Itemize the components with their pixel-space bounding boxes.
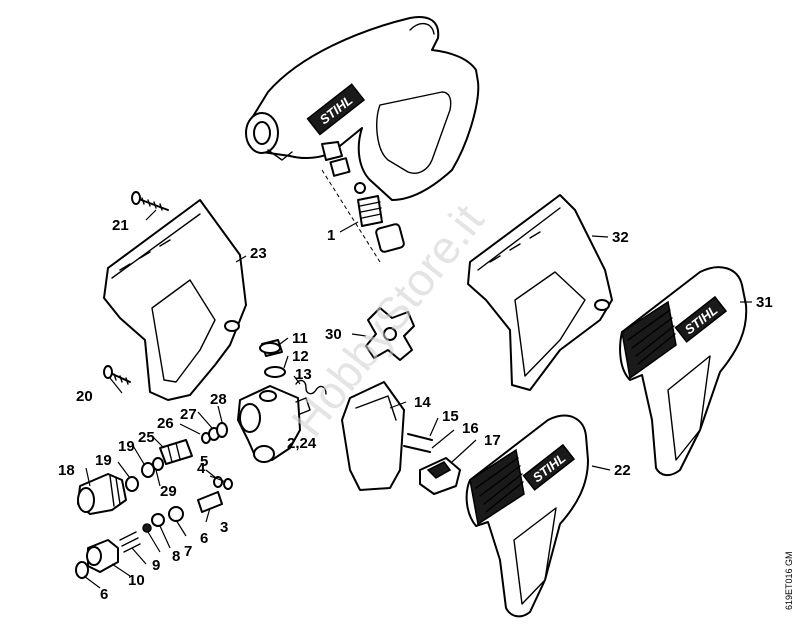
washer-29 <box>152 457 164 471</box>
callout-16: 16 <box>462 420 479 437</box>
pin-16 <box>403 445 431 453</box>
callout-18: 18 <box>58 462 75 479</box>
clip-17 <box>419 457 461 495</box>
spray-gun-assembly: STIHL <box>245 16 480 201</box>
callout-8: 8 <box>172 548 180 565</box>
ring-5 <box>223 478 233 490</box>
ball-8 <box>142 523 152 533</box>
callout-15: 15 <box>442 408 459 425</box>
stem-3 <box>197 491 223 513</box>
callout-22: 22 <box>614 462 631 479</box>
callout-21: 21 <box>112 217 129 234</box>
fitting-10 <box>86 539 119 573</box>
o-ring-6-upper <box>168 506 184 522</box>
callout-31: 31 <box>756 294 773 311</box>
callouts: 1 21 23 20 32 31 22 30 11 12 13 14 15 16… <box>58 217 773 603</box>
callout-26: 26 <box>157 415 174 432</box>
leader-lines <box>83 209 752 589</box>
callout-30: 30 <box>325 326 342 343</box>
callout-29: 29 <box>160 483 177 500</box>
pin-15 <box>407 433 433 441</box>
cover-14 <box>341 381 405 491</box>
callout-7: 7 <box>184 543 192 560</box>
ring-7 <box>151 513 165 527</box>
callout-3: 3 <box>220 519 228 536</box>
callout-27: 27 <box>180 406 197 423</box>
valve-parts <box>321 157 405 263</box>
handle-cover-31: STIHL <box>619 266 748 476</box>
callout-6-upper: 6 <box>200 530 208 547</box>
callout-19-upper: 19 <box>118 438 135 455</box>
callout-1: 1 <box>327 227 335 244</box>
callout-23: 23 <box>250 245 267 262</box>
cap-11 <box>259 339 283 357</box>
callout-5: 5 <box>200 453 208 470</box>
ring-28 <box>216 422 228 438</box>
callout-11: 11 <box>292 330 308 347</box>
washer-12 <box>264 366 286 378</box>
callout-12: 12 <box>292 348 309 365</box>
callout-4: 4 <box>197 460 206 477</box>
callout-9: 9 <box>152 557 160 574</box>
callout-25: 25 <box>138 429 155 446</box>
callout-13: 13 <box>295 366 312 383</box>
o-ring-6-lower <box>75 561 89 579</box>
document-code: 619ET016 GM <box>784 551 794 610</box>
callout-14: 14 <box>414 394 431 411</box>
o-ring-19-lower <box>125 476 139 492</box>
callout-2-24: 2,24 <box>287 435 317 452</box>
callout-17: 17 <box>484 432 501 449</box>
callout-10: 10 <box>128 572 145 589</box>
callout-20: 20 <box>76 388 93 405</box>
handle-shell-32 <box>467 194 613 391</box>
callout-28: 28 <box>210 391 227 408</box>
fitting-18 <box>77 473 127 515</box>
knob-30 <box>351 307 415 361</box>
nozzle-25 <box>159 439 193 465</box>
screw-21 <box>131 191 169 211</box>
callout-6-lower: 6 <box>100 586 108 603</box>
handle-cover-22: STIHL <box>465 414 589 618</box>
callout-32: 32 <box>612 229 629 246</box>
spring-13 <box>295 379 327 395</box>
handle-shell-23 <box>103 199 247 401</box>
o-ring-19-upper <box>141 462 155 478</box>
valve-housing <box>237 385 311 463</box>
callout-19-lower: 19 <box>95 452 112 469</box>
screw-20 <box>103 365 131 385</box>
spring-9 <box>119 531 141 553</box>
